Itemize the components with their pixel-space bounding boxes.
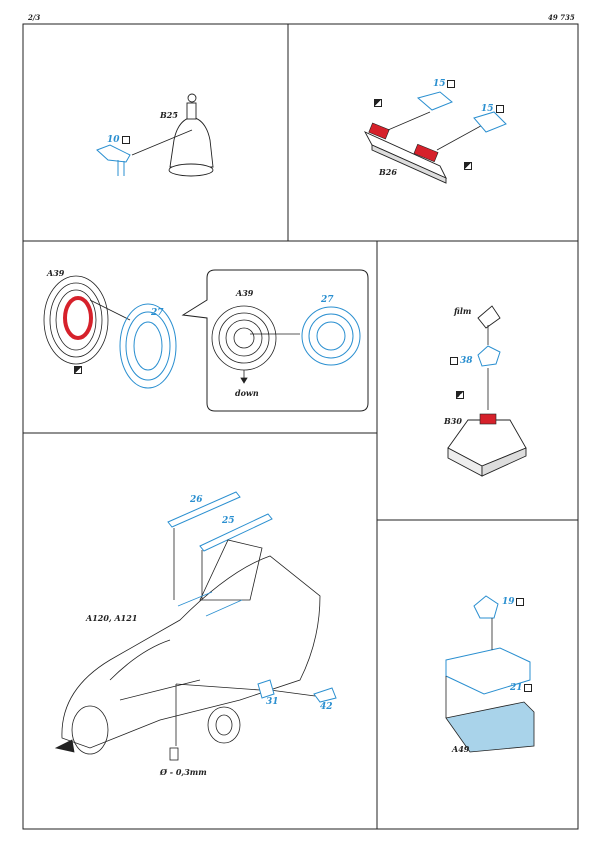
check-icon [122, 136, 130, 144]
paint-square-icon [456, 391, 464, 399]
check-icon [450, 357, 458, 365]
inset-a39-label: A39 [236, 288, 254, 298]
check-icon [516, 598, 524, 606]
pe-21-label: 21 [510, 683, 523, 693]
film-label: film [454, 306, 472, 316]
check-icon [524, 684, 532, 692]
pe-31-label: 31 [266, 697, 279, 707]
b30-label: B30 [444, 416, 462, 426]
drill-size-label: Ø - 0,3mm [160, 767, 207, 777]
kit-code: 49 735 [548, 13, 575, 22]
b25-label: B25 [160, 110, 178, 120]
pe-10-label: 10 [107, 135, 120, 145]
page-number: 2/3 [28, 13, 41, 22]
down-label: down [235, 388, 259, 398]
check-icon [496, 105, 504, 113]
pe-25-label: 25 [222, 516, 235, 526]
pe-38-label: 38 [460, 356, 473, 366]
pe-19-label: 19 [502, 597, 515, 607]
a49-label: A49 [452, 744, 470, 754]
pe-27-label: 27 [151, 308, 164, 318]
paint-square-icon [374, 99, 382, 107]
a120-a121-label: A120, A121 [86, 613, 138, 623]
paint-square-icon [464, 162, 472, 170]
check-icon [447, 80, 455, 88]
pe-15a-label: 15 [433, 79, 446, 89]
pe-42-label: 42 [320, 702, 333, 712]
b26-label: B26 [379, 167, 397, 177]
inset-pe-27-label: 27 [321, 295, 334, 305]
a39-label: A39 [47, 268, 65, 278]
pe-15b-label: 15 [481, 104, 494, 114]
paint-square-icon [74, 366, 82, 374]
pe-26-label: 26 [190, 495, 203, 505]
